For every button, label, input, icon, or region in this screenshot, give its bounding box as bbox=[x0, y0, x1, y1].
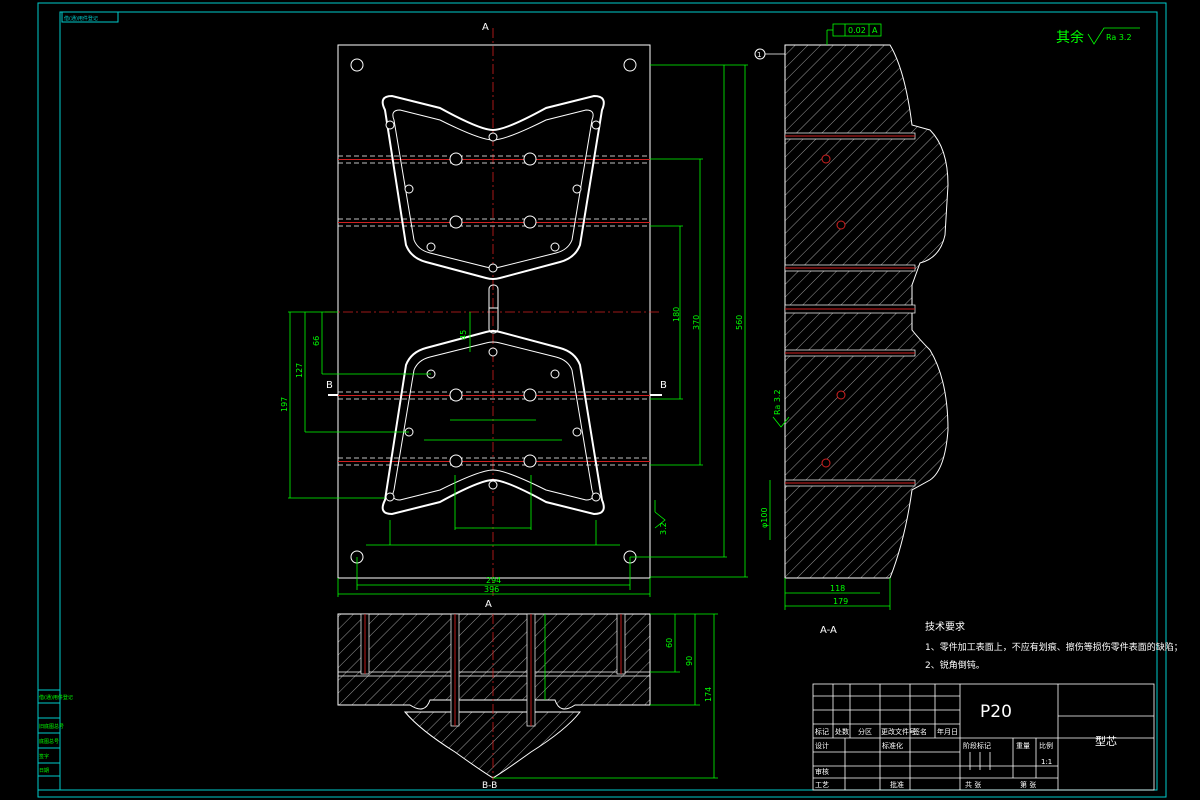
marker-1-label: 1 bbox=[757, 51, 761, 59]
bottom-section: 60 90 174 B-B bbox=[337, 613, 718, 791]
side-channels bbox=[784, 132, 916, 487]
tb-label-signature: 签名 bbox=[913, 727, 927, 736]
tb-label-stage-mark: 阶段标记 bbox=[963, 741, 991, 750]
tb-label-design: 设计 bbox=[815, 741, 829, 750]
dim-179: 179 bbox=[833, 597, 848, 606]
tb-label-mark: 标记 bbox=[815, 727, 829, 736]
notes-line-1: 1、零件加工表面上，不应有划痕、擦伤等损伤零件表面的缺陷； bbox=[925, 641, 1183, 653]
section-label-aa: A-A bbox=[820, 625, 837, 636]
surface-finish-rest: Ra 3.2 bbox=[1106, 33, 1132, 42]
dim-370: 370 bbox=[692, 315, 701, 330]
bottom-dimension-lines bbox=[493, 613, 718, 779]
section-label-b-left: B bbox=[326, 380, 333, 391]
dim-90: 90 bbox=[685, 656, 694, 666]
tb-label-weight: 重量 bbox=[1016, 742, 1030, 750]
title-block bbox=[812, 683, 1155, 791]
corner-hole bbox=[350, 58, 364, 72]
plan-view: 560 370 180 197 127 66 45 bbox=[280, 22, 748, 610]
tb-label-process: 工艺 bbox=[815, 781, 829, 789]
tb-label-standardize: 标准化 bbox=[882, 741, 903, 750]
cooling-channels bbox=[338, 155, 650, 466]
bottom-section-body bbox=[337, 613, 651, 710]
part-name: 型芯 bbox=[1095, 734, 1117, 748]
surface-finish-bottom: 3.2 bbox=[659, 522, 668, 535]
corner-hole bbox=[623, 58, 637, 72]
plate-outline bbox=[337, 44, 651, 579]
gate-slot bbox=[488, 284, 499, 334]
dim-197: 197 bbox=[280, 397, 289, 412]
upper-core-profile bbox=[381, 94, 605, 280]
tb-label-ratio: 比例 bbox=[1039, 741, 1053, 750]
left-strip-row: 底图总号 bbox=[39, 738, 59, 745]
section-label-a-top: A bbox=[482, 22, 489, 33]
tolerance-datum: A bbox=[872, 26, 878, 35]
left-strip-row: 旧底图总号 bbox=[39, 723, 64, 730]
corner-box bbox=[61, 11, 119, 23]
corner-label: 借(通)用件登记 bbox=[64, 15, 98, 22]
tb-label-approve: 批准 bbox=[890, 780, 904, 789]
notes-title: 技术要求 bbox=[925, 620, 965, 633]
outer-border bbox=[37, 2, 1167, 798]
tb-label-total: 共 张 bbox=[965, 780, 981, 789]
dim-phi100: φ100 bbox=[760, 507, 769, 528]
dim-174: 174 bbox=[704, 687, 713, 702]
surface-finish-side: Ra 3.2 bbox=[773, 389, 782, 415]
surface-finish-rest-label: 其余 bbox=[1056, 29, 1084, 46]
section-label-bb: B-B bbox=[482, 781, 497, 791]
left-strip: 借(通)用件登记 旧底图总号 底图总号 签字 日期 bbox=[37, 689, 73, 791]
dim-127: 127 bbox=[295, 363, 304, 378]
tb-label-sheet: 第 张 bbox=[1020, 780, 1036, 789]
dim-560: 560 bbox=[735, 315, 744, 330]
dim-60: 60 bbox=[665, 638, 674, 648]
tolerance-value: 0.02 bbox=[848, 26, 866, 35]
section-label-b-right: B bbox=[660, 380, 667, 391]
notes-line-2: 2、锐角倒钝。 bbox=[925, 659, 985, 671]
left-strip-row: 签字 bbox=[39, 753, 49, 760]
tb-label-date: 年月日 bbox=[937, 727, 958, 736]
bottom-section-dome bbox=[403, 711, 582, 779]
lower-core-profile bbox=[381, 330, 605, 516]
dim-66: 66 bbox=[312, 336, 321, 346]
dim-45: 45 bbox=[459, 330, 468, 340]
tb-label-count: 处数 bbox=[835, 727, 849, 736]
tb-label-change-doc: 更改文件号 bbox=[881, 727, 916, 736]
tb-scale: 1:1 bbox=[1041, 758, 1052, 766]
section-label-a-bottom: A bbox=[485, 599, 492, 610]
inner-border bbox=[59, 11, 1158, 791]
dim-118: 118 bbox=[830, 584, 845, 593]
left-strip-top-label: 借(通)用件登记 bbox=[39, 694, 73, 701]
tb-label-review: 审核 bbox=[815, 767, 829, 776]
bottom-ejector-holes bbox=[360, 613, 626, 780]
dim-180: 180 bbox=[672, 307, 681, 322]
dimension-lines-left bbox=[288, 311, 471, 499]
material-label: P20 bbox=[980, 702, 1012, 722]
dim-396: 396 bbox=[484, 585, 499, 594]
dimension-lines-bottom bbox=[337, 419, 651, 597]
tb-label-zone: 分区 bbox=[858, 727, 872, 736]
left-strip-row: 日期 bbox=[39, 768, 49, 774]
side-section: 118 179 φ100 Ra 3.2 1 0.02 A A-A 其余 Ra 3… bbox=[754, 23, 1140, 636]
dimension-lines-right bbox=[630, 64, 748, 578]
dim-294: 294 bbox=[486, 576, 501, 585]
